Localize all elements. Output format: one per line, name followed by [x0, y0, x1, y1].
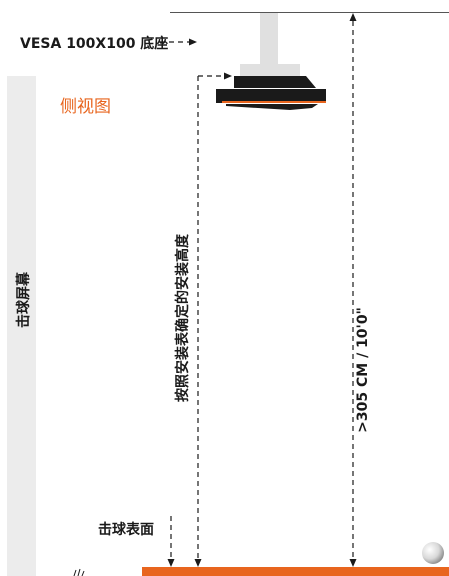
vesa-label: VESA 100X100 底座	[20, 35, 168, 52]
hitting-screen-panel	[7, 76, 36, 576]
mount-height-line	[194, 76, 202, 567]
total-height-line	[349, 13, 357, 567]
mount-point-arrow	[198, 72, 232, 80]
hitting-surface-arrow	[167, 516, 175, 567]
mount-height-label: 按照安装表确定的安装高度	[174, 233, 191, 402]
hitting-surface-label: 击球表面	[98, 521, 154, 538]
ceiling-mount-plate	[240, 64, 300, 78]
screen-label: 击球屏幕	[15, 271, 32, 328]
total-height-label: >305 CM / 10'0"	[355, 307, 371, 433]
hitting-mat	[142, 567, 449, 576]
ceiling-mount-pole	[260, 13, 278, 65]
side-view-label: 侧视图	[60, 97, 111, 117]
projector-icon	[216, 76, 326, 110]
grass-icon	[73, 568, 85, 576]
golf-ball-icon	[422, 542, 444, 564]
vesa-arrow	[160, 38, 197, 46]
